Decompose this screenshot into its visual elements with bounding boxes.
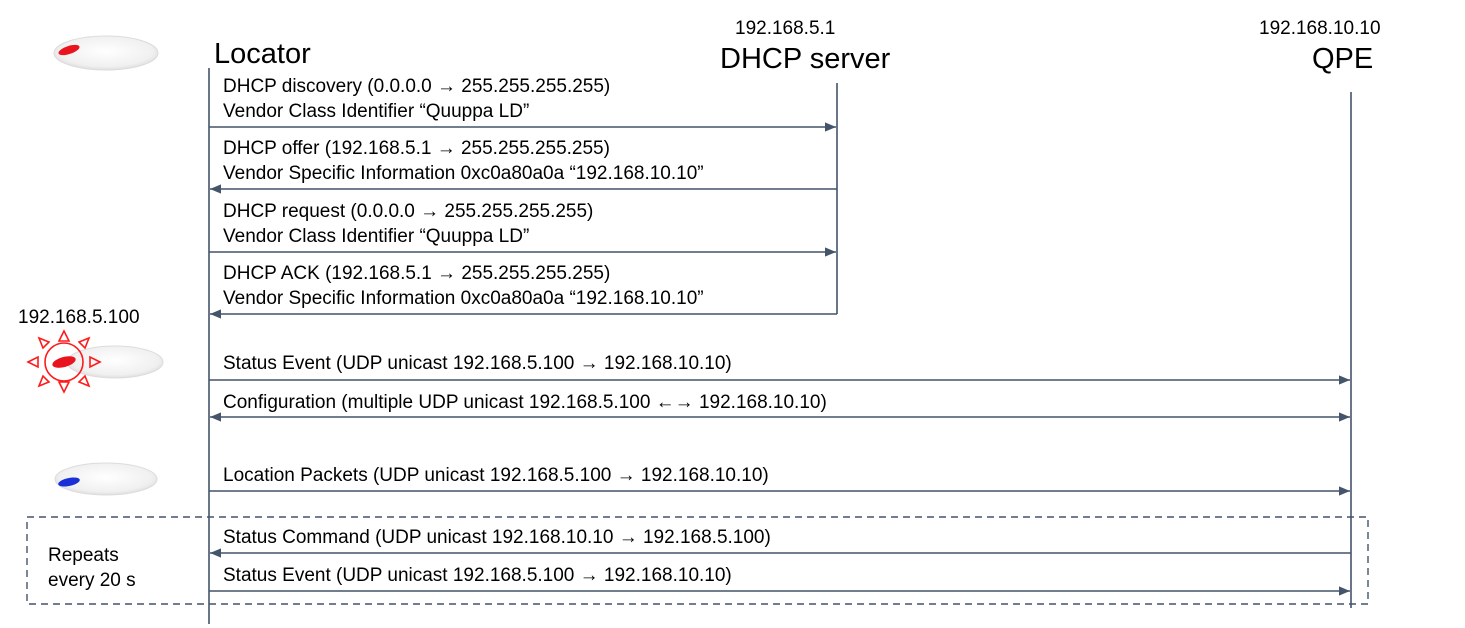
message-label: Vendor Specific Information 0xc0a80a0a “… <box>223 288 704 309</box>
message-label: DHCP offer (192.168.5.1 → 255.255.255.25… <box>223 138 610 159</box>
message-label: Status Command (UDP unicast 192.168.10.1… <box>223 527 771 548</box>
locator-device-icon-blue-led <box>54 462 158 496</box>
repeat-interval-label: every 20 s <box>48 570 136 591</box>
locator-title: Locator <box>214 38 311 70</box>
locator-device-icon-active <box>26 329 164 394</box>
message-label: Location Packets (UDP unicast 192.168.5.… <box>223 465 769 486</box>
message-label: Vendor Specific Information 0xc0a80a0a “… <box>223 163 704 184</box>
message-label: DHCP discovery (0.0.0.0 → 255.255.255.25… <box>223 76 611 97</box>
dhcp-server-title: DHCP server <box>720 43 891 75</box>
message-label: Vendor Class Identifier “Quuppa LD” <box>223 101 530 122</box>
locator-ip-label: 192.168.5.100 <box>18 307 140 328</box>
message-label: Status Event (UDP unicast 192.168.5.100 … <box>223 565 732 586</box>
message-label: Configuration (multiple UDP unicast 192.… <box>223 392 827 413</box>
message-label: DHCP request (0.0.0.0 → 255.255.255.255) <box>223 201 594 222</box>
locator-device-icon-red-led <box>53 35 159 71</box>
dhcp-server-ip: 192.168.5.1 <box>735 18 836 39</box>
qpe-title: QPE <box>1312 43 1374 75</box>
message-label: Vendor Class Identifier “Quuppa LD” <box>223 226 530 247</box>
message-label: Status Event (UDP unicast 192.168.5.100 … <box>223 353 732 374</box>
repeat-box <box>26 516 1369 605</box>
repeat-label: Repeats <box>48 545 119 566</box>
message-label: DHCP ACK (192.168.5.1 → 255.255.255.255) <box>223 263 611 284</box>
qpe-ip: 192.168.10.10 <box>1259 18 1381 39</box>
